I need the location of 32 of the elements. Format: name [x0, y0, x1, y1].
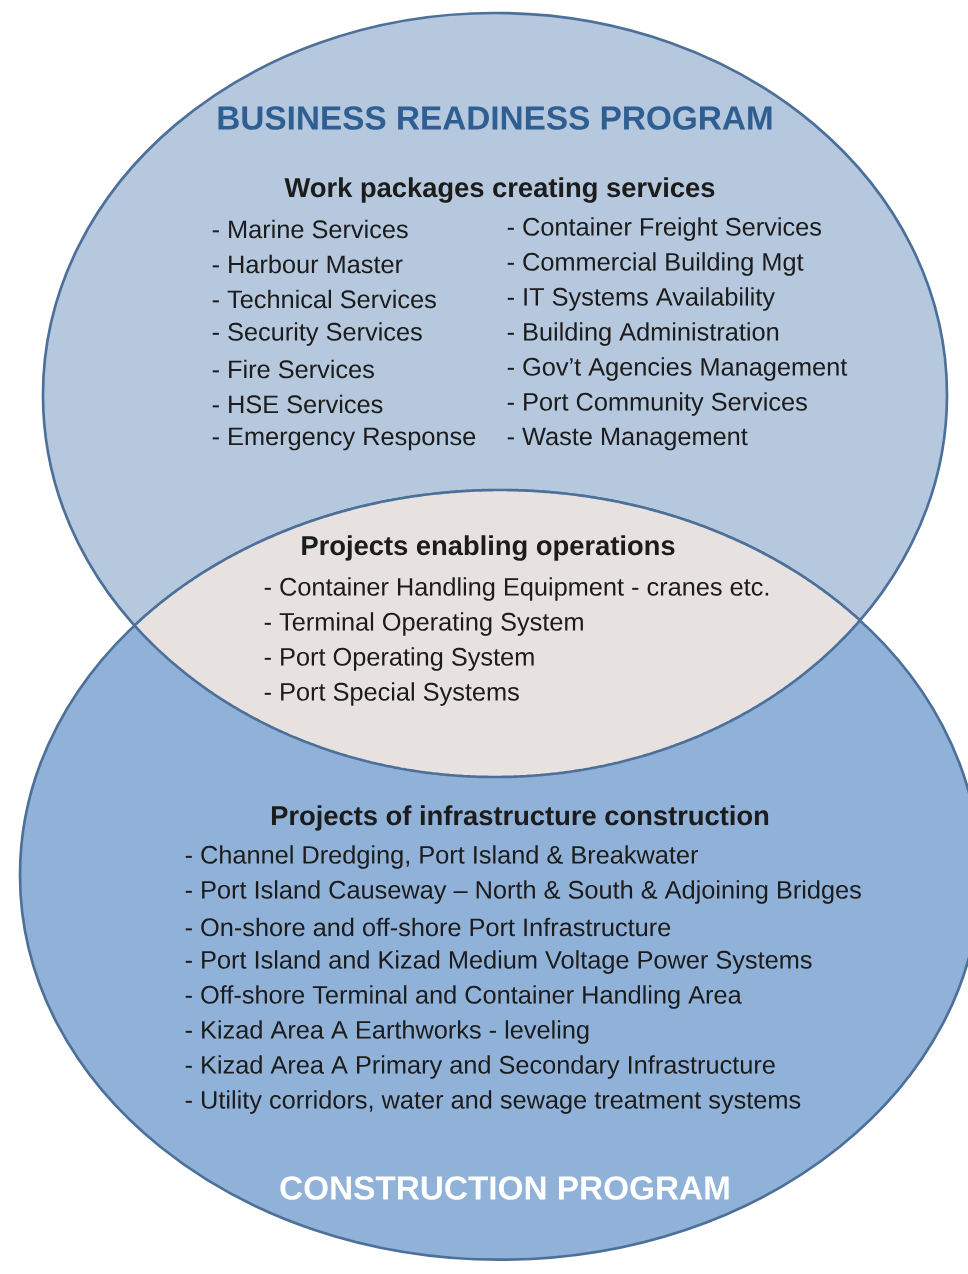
heading: Work packages creating services — [284, 177, 715, 203]
program-title: BUSINESS READINESS PROGRAM — [218, 106, 772, 130]
list-item: - Utility corridors, water and sewage treatment systems — [185, 1090, 801, 1114]
list-item: - Security Services — [212, 322, 422, 346]
heading: Projects enabling operations — [302, 535, 675, 561]
list-item: - Technical Services — [212, 289, 436, 309]
list-item: - Commercial Building Mgt — [507, 252, 804, 276]
list-item: - Building Administration — [507, 322, 779, 346]
list-item: - IT Systems Availability — [507, 287, 775, 311]
list-item: - Port Special Systems — [264, 682, 519, 706]
list-item: - Kizad Area A Earthworks - leveling — [185, 1020, 589, 1044]
list-item: - Kizad Area A Primary and Secondary Infrastructure — [185, 1055, 775, 1079]
list-item: - Port Island Causeway – North & South & Adjoining Bridges — [185, 880, 861, 904]
list-item: - Gov’t Agencies Management — [507, 357, 848, 381]
list-item: - Channel Dredging, Port Island & Breakwater — [185, 845, 699, 869]
list-item: - Container Handling Equipment - cranes etc. — [264, 577, 769, 601]
list-item: - Harbour Master — [212, 254, 403, 274]
list-item: - Fire Services — [212, 359, 374, 379]
list-item: - Emergency Response — [212, 427, 476, 451]
list-item: - Port Operating System — [264, 647, 534, 671]
list-item: - HSE Services — [212, 394, 383, 414]
list-item: - Terminal Operating System — [264, 612, 583, 636]
list-item: - On-shore and off-shore Port Infrastructure — [185, 917, 671, 937]
heading: Projects of infrastructure construction — [272, 805, 769, 831]
list-item: - Port Island and Kizad Medium Voltage Power Systems — [185, 950, 812, 974]
list-item: - Off-shore Terminal and Container Handling Area — [185, 985, 742, 1009]
list-item: - Marine Services — [212, 219, 408, 239]
program-title: CONSTRUCTION PROGRAM — [280, 1176, 729, 1200]
lens-region — [133, 488, 861, 779]
list-item: - Container Freight Services — [507, 217, 821, 241]
list-item: - Port Community Services — [507, 392, 807, 416]
list-item: - Waste Management — [507, 427, 748, 451]
